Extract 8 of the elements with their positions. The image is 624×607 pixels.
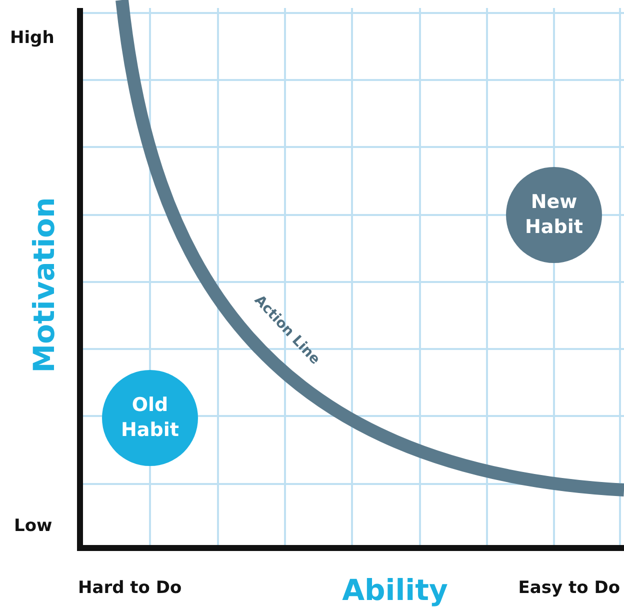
habit-circle: Old Habit [102,370,198,466]
axis-tick-label: Hard to Do [78,578,182,598]
axis-tick-label: Easy to Do [518,578,620,598]
axis-title: Ability [342,573,448,607]
axis-title: Motivation [27,197,61,373]
habit-circle: New Habit [506,167,602,263]
axis-tick-label: High [10,28,54,48]
axis-tick-label: Low [14,516,52,536]
